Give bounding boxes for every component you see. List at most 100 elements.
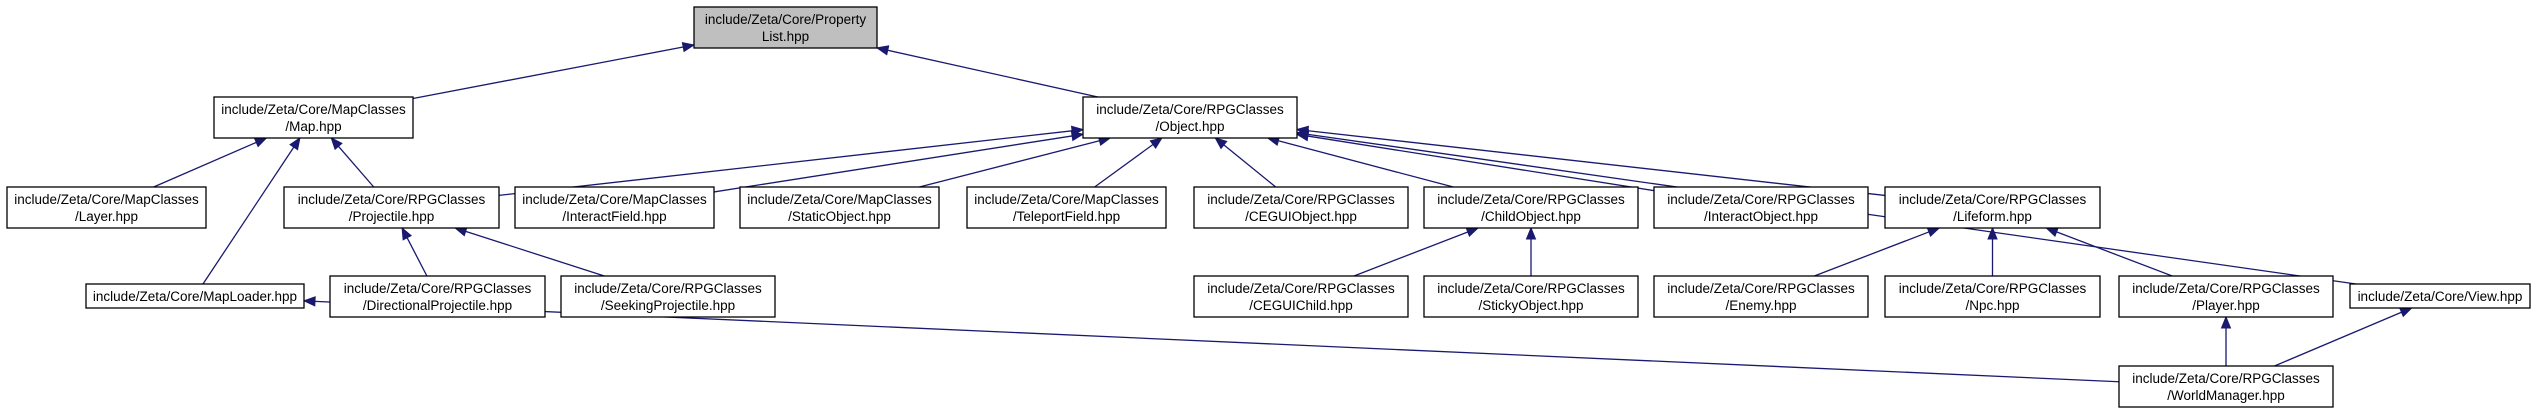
node-box <box>1193 186 1409 229</box>
node-box <box>1653 275 1869 318</box>
node-label-line: /InteractObject.hpp <box>1704 209 1818 224</box>
node-label-line: include/Zeta/Core/RPGClasses <box>1667 192 1855 207</box>
edge-sticky-object-to-child-object <box>1525 226 1537 276</box>
edge-line <box>2056 231 2173 277</box>
arrowhead <box>302 296 316 307</box>
node-label-line: include/Zeta/Core/RPGClasses <box>1207 192 1395 207</box>
node-label-line: include/Zeta/Core/MapClasses <box>974 192 1159 207</box>
node-cegui-child[interactable]: include/Zeta/Core/RPGClasses/CEGUIChild.… <box>1193 275 1409 318</box>
node-label-line: include/Zeta/Core/MapLoader.hpp <box>93 289 297 304</box>
node-box <box>1884 186 2101 229</box>
node-label-line: /ChildObject.hpp <box>1481 209 1581 224</box>
node-box <box>283 186 500 229</box>
node-map-loader[interactable]: include/Zeta/Core/MapLoader.hpp <box>85 283 305 309</box>
edge-map-to-property-list <box>412 41 696 100</box>
node-static-object[interactable]: include/Zeta/Core/MapClasses/StaticObjec… <box>739 186 940 229</box>
node-label-line: include/Zeta/Core/RPGClasses <box>1437 281 1625 296</box>
arrowhead <box>401 226 413 241</box>
arrowhead <box>1987 226 1998 240</box>
node-box <box>739 186 940 229</box>
node-box <box>2118 365 2334 408</box>
node-box <box>514 186 715 229</box>
edge-line <box>1223 144 1277 188</box>
edge-line <box>1307 130 1886 197</box>
node-label-line: include/Zeta/Core/RPGClasses <box>1899 192 2087 207</box>
node-label-line: include/Zeta/Core/RPGClasses <box>2132 371 2320 386</box>
edge-cegui-object-to-object <box>1214 137 1277 188</box>
node-teleport-field[interactable]: include/Zeta/Core/MapClasses/TeleportFie… <box>966 186 1167 229</box>
node-box <box>1082 96 1298 139</box>
node-label-line: include/Zeta/Core/RPGClasses <box>1207 281 1395 296</box>
node-box <box>1193 275 1409 318</box>
node-box <box>1884 275 2101 318</box>
arrowhead <box>253 137 268 148</box>
node-box <box>1423 275 1639 318</box>
node-box <box>2118 275 2334 318</box>
node-npc[interactable]: include/Zeta/Core/RPGClasses/Npc.hpp <box>1884 275 2101 318</box>
node-directional-projectile[interactable]: include/Zeta/Core/RPGClasses/Directional… <box>329 275 546 318</box>
node-enemy[interactable]: include/Zeta/Core/RPGClasses/Enemy.hpp <box>1653 275 1869 318</box>
node-box <box>966 186 1167 229</box>
node-cegui-object[interactable]: include/Zeta/Core/RPGClasses/CEGUIObject… <box>1193 186 1409 229</box>
node-world-manager[interactable]: include/Zeta/Core/RPGClasses/WorldManage… <box>2118 365 2334 408</box>
node-box <box>213 96 414 139</box>
node-label-line: /TeleportField.hpp <box>1013 209 1120 224</box>
node-label-line: /Layer.hpp <box>75 209 138 224</box>
arrowhead <box>681 41 696 53</box>
node-projectile[interactable]: include/Zeta/Core/RPGClasses/Projectile.… <box>283 186 500 229</box>
edge-line <box>1307 135 1655 192</box>
node-label-line: include/Zeta/Core/RPGClasses <box>298 192 486 207</box>
arrowhead <box>330 137 343 151</box>
node-box <box>693 6 878 49</box>
node-label-line: include/Zeta/Core/View.hpp <box>2358 289 2523 304</box>
edge-world-manager-to-player <box>2220 315 2232 366</box>
node-object[interactable]: include/Zeta/Core/RPGClasses/Object.hpp <box>1082 96 1298 139</box>
node-label-line: include/Zeta/Core/MapClasses <box>221 102 406 117</box>
node-interact-field[interactable]: include/Zeta/Core/MapClasses/InteractFie… <box>514 186 715 229</box>
node-label-line: include/Zeta/Core/RPGClasses <box>2132 281 2320 296</box>
arrowhead <box>2398 307 2413 318</box>
edge-line <box>1814 231 1930 277</box>
node-lifeform[interactable]: include/Zeta/Core/RPGClasses/Lifeform.hp… <box>1884 186 2101 229</box>
node-label-line: /Player.hpp <box>2192 298 2260 313</box>
edge-seeking-projectile-to-projectile <box>453 226 605 277</box>
arrowhead <box>1525 226 1537 240</box>
node-label-line: include/Zeta/Core/RPGClasses <box>1096 102 1284 117</box>
node-seeking-projectile[interactable]: include/Zeta/Core/RPGClasses/SeekingProj… <box>560 275 776 318</box>
edge-map-loader-to-map <box>202 136 301 285</box>
node-label-line: /StaticObject.hpp <box>788 209 891 224</box>
node-interact-object[interactable]: include/Zeta/Core/RPGClasses/InteractObj… <box>1653 186 1869 229</box>
node-label-line: /DirectionalProjectile.hpp <box>363 298 512 313</box>
edge-teleport-field-to-object <box>1094 137 1163 188</box>
edge-player-to-lifeform <box>2045 227 2173 277</box>
edge-line <box>202 146 295 285</box>
node-player[interactable]: include/Zeta/Core/RPGClasses/Player.hpp <box>2118 275 2334 318</box>
node-sticky-object[interactable]: include/Zeta/Core/RPGClasses/StickyObjec… <box>1423 275 1639 318</box>
edge-line <box>1278 140 1454 188</box>
edge-line <box>465 230 605 277</box>
node-label-line: List.hpp <box>762 29 809 44</box>
edge-line <box>406 237 428 277</box>
node-box <box>1653 186 1869 229</box>
edge-projectile-to-object <box>498 125 1085 197</box>
arrowhead <box>1465 227 1480 238</box>
node-label-line: /InteractField.hpp <box>562 209 666 224</box>
node-box <box>85 283 305 309</box>
node-layer[interactable]: include/Zeta/Core/MapClasses/Layer.hpp <box>6 186 207 229</box>
node-label-line: /Map.hpp <box>285 119 341 134</box>
node-child-object[interactable]: include/Zeta/Core/RPGClasses/ChildObject… <box>1423 186 1639 229</box>
node-label-line: include/Zeta/Core/RPGClasses <box>1899 281 2087 296</box>
edge-interact-field-to-object <box>713 130 1085 193</box>
node-label-line: include/Zeta/Core/MapClasses <box>522 192 707 207</box>
node-map[interactable]: include/Zeta/Core/MapClasses/Map.hpp <box>213 96 414 139</box>
node-view[interactable]: include/Zeta/Core/View.hpp <box>2349 283 2531 309</box>
edge-npc-to-lifeform <box>1987 226 1998 276</box>
edges <box>153 41 2413 383</box>
node-label-line: include/Zeta/Core/RPGClasses <box>574 281 762 296</box>
node-label-line: /Enemy.hpp <box>1725 298 1796 313</box>
arrowhead <box>1295 129 1310 140</box>
node-label-line: /CEGUIChild.hpp <box>1249 298 1353 313</box>
